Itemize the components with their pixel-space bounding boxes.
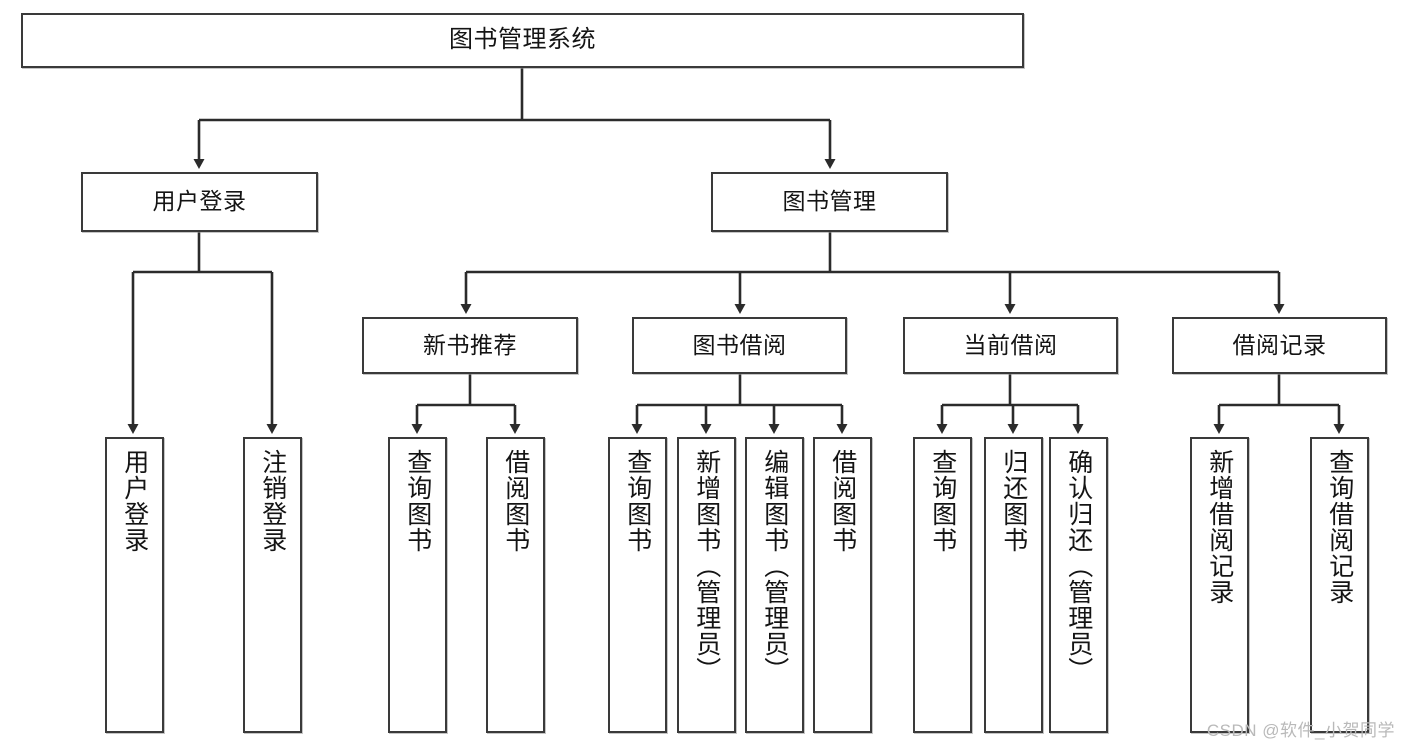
node-user-login[interactable]: 用户登录 <box>81 172 318 232</box>
node-book-manage-label: 图书管理 <box>782 188 877 215</box>
node-leaf-confirm-return-label: 确认归还（管理员） <box>1064 449 1093 683</box>
node-leaf-user-login[interactable]: 用户登录 <box>105 437 164 733</box>
node-leaf-query-book-1-label: 查询图书 <box>403 449 432 553</box>
node-leaf-edit-book[interactable]: 编辑图书（管理员） <box>745 437 804 733</box>
node-leaf-add-record[interactable]: 新增借阅记录 <box>1190 437 1249 733</box>
node-borrow-record[interactable]: 借阅记录 <box>1172 317 1387 374</box>
node-leaf-borrow-book-2-label: 借阅图书 <box>828 449 857 553</box>
node-root[interactable]: 图书管理系统 <box>21 13 1024 68</box>
node-leaf-borrow-book-2[interactable]: 借阅图书 <box>813 437 872 733</box>
node-leaf-query-record-label: 查询借阅记录 <box>1325 449 1354 605</box>
node-leaf-query-book-3-label: 查询图书 <box>928 449 957 553</box>
csdn-watermark: CSDN @软件_小贺同学 <box>1206 721 1395 740</box>
node-leaf-add-book[interactable]: 新增图书（管理员） <box>677 437 736 733</box>
node-leaf-borrow-book-1-label: 借阅图书 <box>501 449 530 553</box>
node-leaf-logout-label: 注销登录 <box>258 449 287 553</box>
node-borrow-record-label: 借阅记录 <box>1232 331 1327 358</box>
node-root-label: 图书管理系统 <box>449 26 596 54</box>
node-new-book-recommend[interactable]: 新书推荐 <box>362 317 578 374</box>
node-leaf-add-book-label: 新增图书（管理员） <box>692 449 721 683</box>
node-current-borrow[interactable]: 当前借阅 <box>903 317 1118 374</box>
node-leaf-edit-book-label: 编辑图书（管理员） <box>760 449 789 683</box>
node-book-borrow-label: 图书借阅 <box>692 331 787 358</box>
node-leaf-add-record-label: 新增借阅记录 <box>1205 449 1234 605</box>
node-leaf-query-book-2[interactable]: 查询图书 <box>608 437 667 733</box>
node-user-login-label: 用户登录 <box>152 188 247 215</box>
node-leaf-return-book-label: 归还图书 <box>999 449 1028 553</box>
node-leaf-borrow-book-1[interactable]: 借阅图书 <box>486 437 545 733</box>
node-leaf-query-record[interactable]: 查询借阅记录 <box>1310 437 1369 733</box>
node-leaf-query-book-1[interactable]: 查询图书 <box>388 437 447 733</box>
node-leaf-return-book[interactable]: 归还图书 <box>984 437 1043 733</box>
node-current-borrow-label: 当前借阅 <box>963 331 1058 358</box>
node-new-book-recommend-label: 新书推荐 <box>423 331 517 358</box>
node-leaf-query-book-2-label: 查询图书 <box>623 449 652 553</box>
node-book-borrow[interactable]: 图书借阅 <box>632 317 847 374</box>
node-leaf-user-login-label: 用户登录 <box>120 449 149 553</box>
node-leaf-confirm-return[interactable]: 确认归还（管理员） <box>1049 437 1108 733</box>
node-leaf-query-book-3[interactable]: 查询图书 <box>913 437 972 733</box>
node-book-manage[interactable]: 图书管理 <box>711 172 948 232</box>
node-leaf-logout[interactable]: 注销登录 <box>243 437 302 733</box>
